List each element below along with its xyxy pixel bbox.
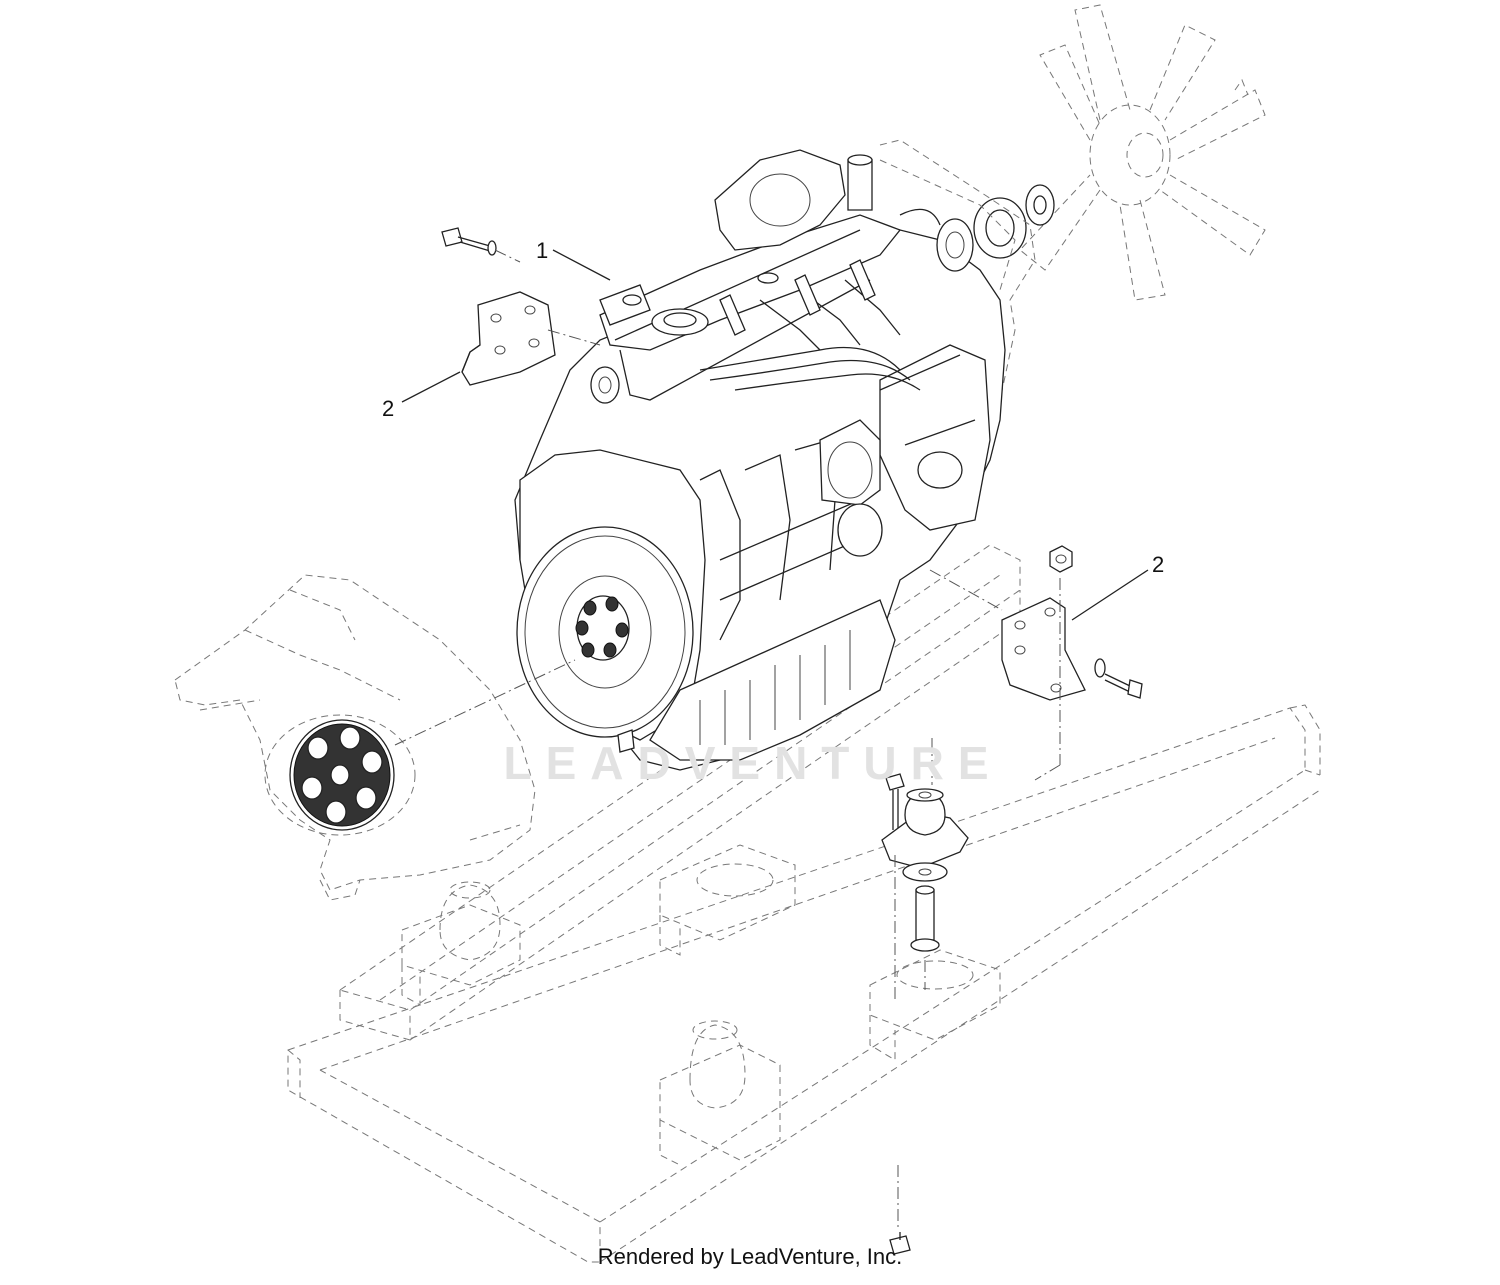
bellhousing <box>174 574 536 901</box>
frame-rail <box>287 704 1321 1263</box>
callout-mount-bracket-right: 2 <box>1152 552 1165 577</box>
alignment-lines <box>394 659 933 785</box>
leader-lines <box>401 249 1149 621</box>
cooling-fan <box>1019 4 1266 301</box>
frame-mount-front <box>659 1020 781 1166</box>
footer-credit: Rendered by LeadVenture, Inc. <box>597 1244 903 1269</box>
callout-engine: 1 <box>536 238 549 263</box>
isolator-stack <box>881 773 969 1255</box>
callout-mount-bracket-left: 2 <box>382 396 395 421</box>
engine-assembly <box>514 149 1006 771</box>
frame-mount-left <box>401 881 521 1006</box>
frame-mount-center <box>659 844 796 956</box>
frame-mount-right <box>869 949 1001 1061</box>
frame-crossmember <box>338 544 1021 1041</box>
mount-bracket-left <box>441 227 601 386</box>
drive-coupler <box>289 719 395 831</box>
mount-bracket-right <box>929 545 1143 781</box>
fan-spacer <box>973 184 1055 259</box>
watermark: LEADVENTURE <box>503 737 1003 789</box>
